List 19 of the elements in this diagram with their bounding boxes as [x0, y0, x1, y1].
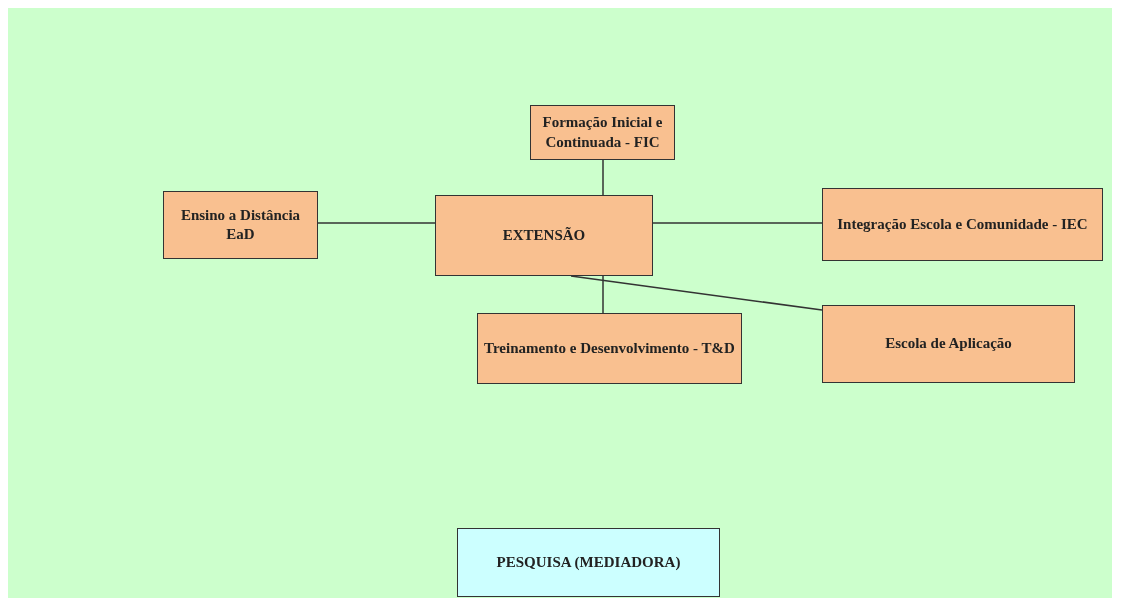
activity-box — [822, 188, 1103, 261]
activity-box — [163, 191, 318, 259]
node-label: Treinamento e Desenvolvimento - T&D — [483, 338, 736, 358]
node-label: EXTENSÃO — [501, 225, 587, 245]
research-box — [457, 528, 720, 597]
node-label: Integração Escola e Comunidade - IEC — [836, 214, 1089, 234]
node-label: Ensino a Distância EaD — [179, 205, 302, 244]
connector-line — [317, 222, 436, 224]
node-label: PESQUISA (MEDIADORA) — [495, 552, 682, 572]
activity-box — [477, 313, 742, 384]
node-label: Escola de Aplicação — [884, 334, 1013, 354]
connector-line — [602, 275, 604, 314]
activity-box — [530, 105, 675, 160]
node-label: Formação Inicial e Continuada - FIC — [541, 113, 664, 152]
activity-box — [822, 305, 1075, 383]
connector-line — [602, 159, 604, 196]
connector-line — [570, 275, 823, 311]
connector-line — [652, 222, 823, 224]
central-box — [435, 195, 653, 276]
